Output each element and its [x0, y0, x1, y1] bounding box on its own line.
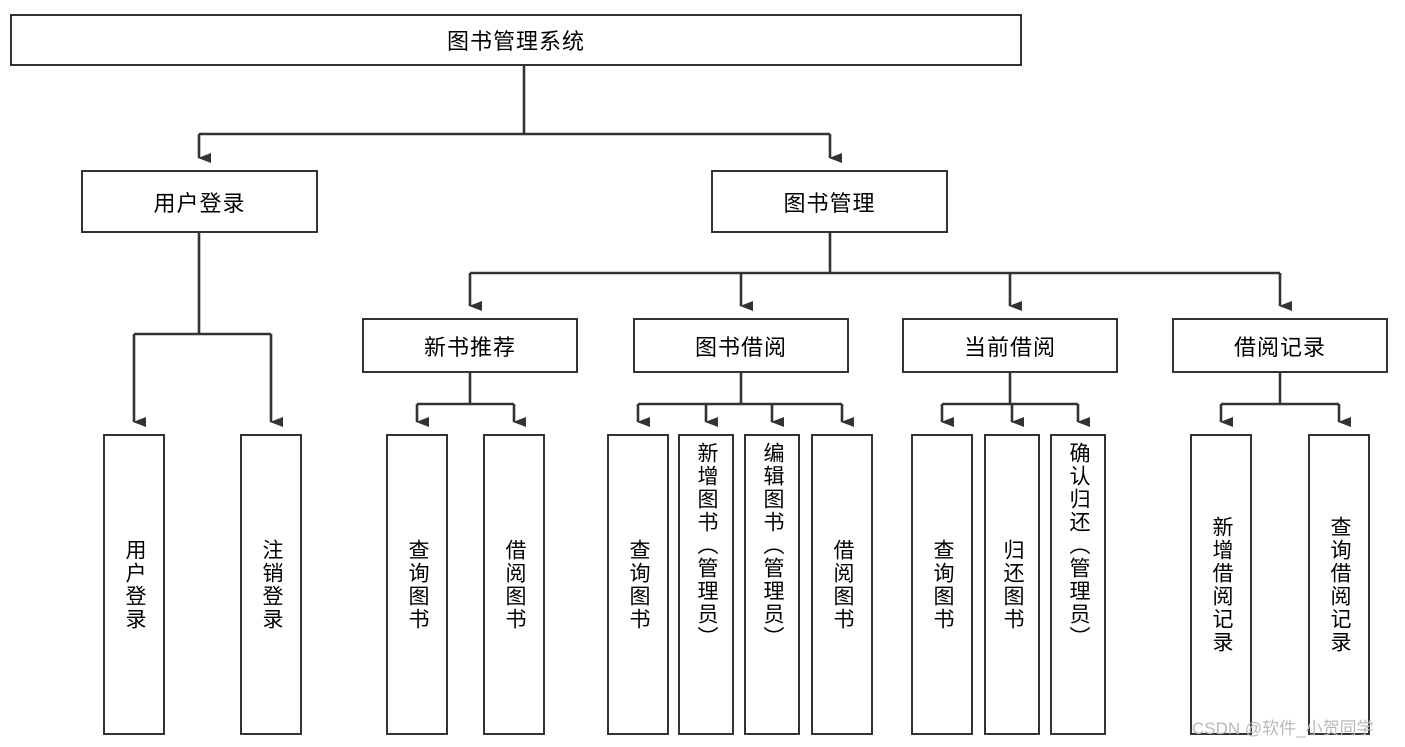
node-user-login[interactable]: 用户登录	[81, 170, 318, 233]
node-book-manage[interactable]: 图书管理	[711, 170, 948, 233]
node-leaf-query-record-label: 查询借阅记录	[1328, 515, 1352, 654]
node-leaf-return-book[interactable]: 归还图书	[984, 434, 1040, 735]
node-user-login-label: 用户登录	[153, 190, 246, 216]
node-leaf-user-logout-label: 注销登录	[260, 538, 284, 631]
node-leaf-query-record[interactable]: 查询借阅记录	[1308, 434, 1370, 735]
node-leaf-borrow-book-1-label: 借阅图书	[503, 538, 527, 631]
node-leaf-add-book-label: 新增图书（管理员）	[695, 442, 719, 649]
node-leaf-query-book-2[interactable]: 查询图书	[607, 434, 669, 735]
node-leaf-add-record-label: 新增借阅记录	[1210, 515, 1234, 654]
node-leaf-confirm-return-label: 确认归还（管理员）	[1067, 442, 1091, 649]
node-new-book-rec[interactable]: 新书推荐	[362, 318, 578, 373]
node-leaf-add-book[interactable]: 新增图书（管理员）	[678, 434, 734, 735]
node-leaf-query-book-1-label: 查询图书	[406, 538, 430, 631]
node-root-label: 图书管理系统	[446, 29, 585, 54]
watermark-text: CSDN @软件_小贺同学	[1192, 719, 1374, 738]
node-current-borrow[interactable]: 当前借阅	[902, 318, 1118, 373]
node-leaf-query-book-3-label: 查询图书	[931, 538, 955, 631]
node-book-borrow[interactable]: 图书借阅	[633, 318, 849, 373]
node-borrow-record[interactable]: 借阅记录	[1172, 318, 1388, 373]
node-leaf-user-login[interactable]: 用户登录	[103, 434, 165, 735]
node-leaf-add-record[interactable]: 新增借阅记录	[1190, 434, 1252, 735]
node-leaf-borrow-book-2-label: 借阅图书	[831, 538, 855, 631]
node-root[interactable]: 图书管理系统	[10, 14, 1022, 66]
node-leaf-user-logout[interactable]: 注销登录	[240, 434, 302, 735]
node-leaf-query-book-1[interactable]: 查询图书	[386, 434, 448, 735]
node-current-borrow-label: 当前借阅	[963, 334, 1056, 360]
node-book-manage-label: 图书管理	[783, 190, 876, 216]
node-leaf-borrow-book-2[interactable]: 借阅图书	[811, 434, 873, 735]
node-leaf-borrow-book-1[interactable]: 借阅图书	[483, 434, 545, 735]
node-leaf-query-book-3[interactable]: 查询图书	[911, 434, 973, 735]
node-new-book-rec-label: 新书推荐	[423, 334, 516, 360]
node-leaf-user-login-label: 用户登录	[123, 538, 147, 631]
node-borrow-record-label: 借阅记录	[1233, 334, 1326, 360]
node-book-borrow-label: 图书借阅	[694, 334, 787, 360]
node-leaf-query-book-2-label: 查询图书	[627, 538, 651, 631]
node-leaf-return-book-label: 归还图书	[1001, 538, 1025, 631]
node-leaf-confirm-return[interactable]: 确认归还（管理员）	[1050, 434, 1106, 735]
node-leaf-edit-book-label: 编辑图书（管理员）	[761, 442, 785, 649]
node-leaf-edit-book[interactable]: 编辑图书（管理员）	[744, 434, 800, 735]
